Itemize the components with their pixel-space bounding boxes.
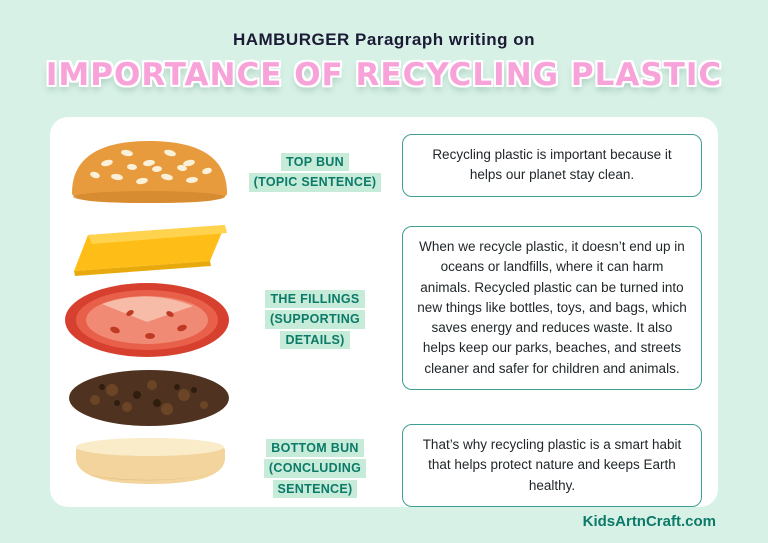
label-bottom-bun: BOTTOM BUN (CONCLUDING SENTENCE) [235,438,395,499]
tomato-icon [65,283,229,357]
page-title: IMPORTANCE OF RECYCLING PLASTIC [45,57,723,93]
label-line: (TOPIC SENTENCE) [248,173,382,192]
bottom-bun-image [68,432,233,495]
concluding-sentence-box: That’s why recycling plastic is a smart … [402,424,702,507]
label-line: SENTENCE) [272,479,358,499]
supporting-details-box: When we recycle plastic, it doesn’t end … [402,226,702,390]
bottom-bun-icon [76,438,225,484]
patty-icon [69,370,229,426]
tomato-image [60,280,235,365]
topic-sentence-box: Recycling plastic is important because i… [402,134,702,197]
label-line: BOTTOM BUN [266,439,364,458]
label-fillings: THE FILLINGS (SUPPORTING DETAILS) [235,289,395,350]
top-bun-icon [72,141,227,203]
label-line: (CONCLUDING [263,459,367,478]
label-line: DETAILS) [280,330,350,350]
header-subtitle: HAMBURGER Paragraph writing on [232,30,536,49]
label-line: (SUPPORTING [264,310,366,329]
label-line: TOP BUN [281,153,349,172]
cheese-icon [74,225,227,276]
patty-image [62,365,237,436]
label-line: THE FILLINGS [265,290,365,309]
top-bun-image [62,135,237,212]
label-top-bun: TOP BUN (TOPIC SENTENCE) [235,152,395,193]
site-link[interactable]: KidsArtnCraft.com [582,513,716,530]
cheese-image [70,221,230,281]
